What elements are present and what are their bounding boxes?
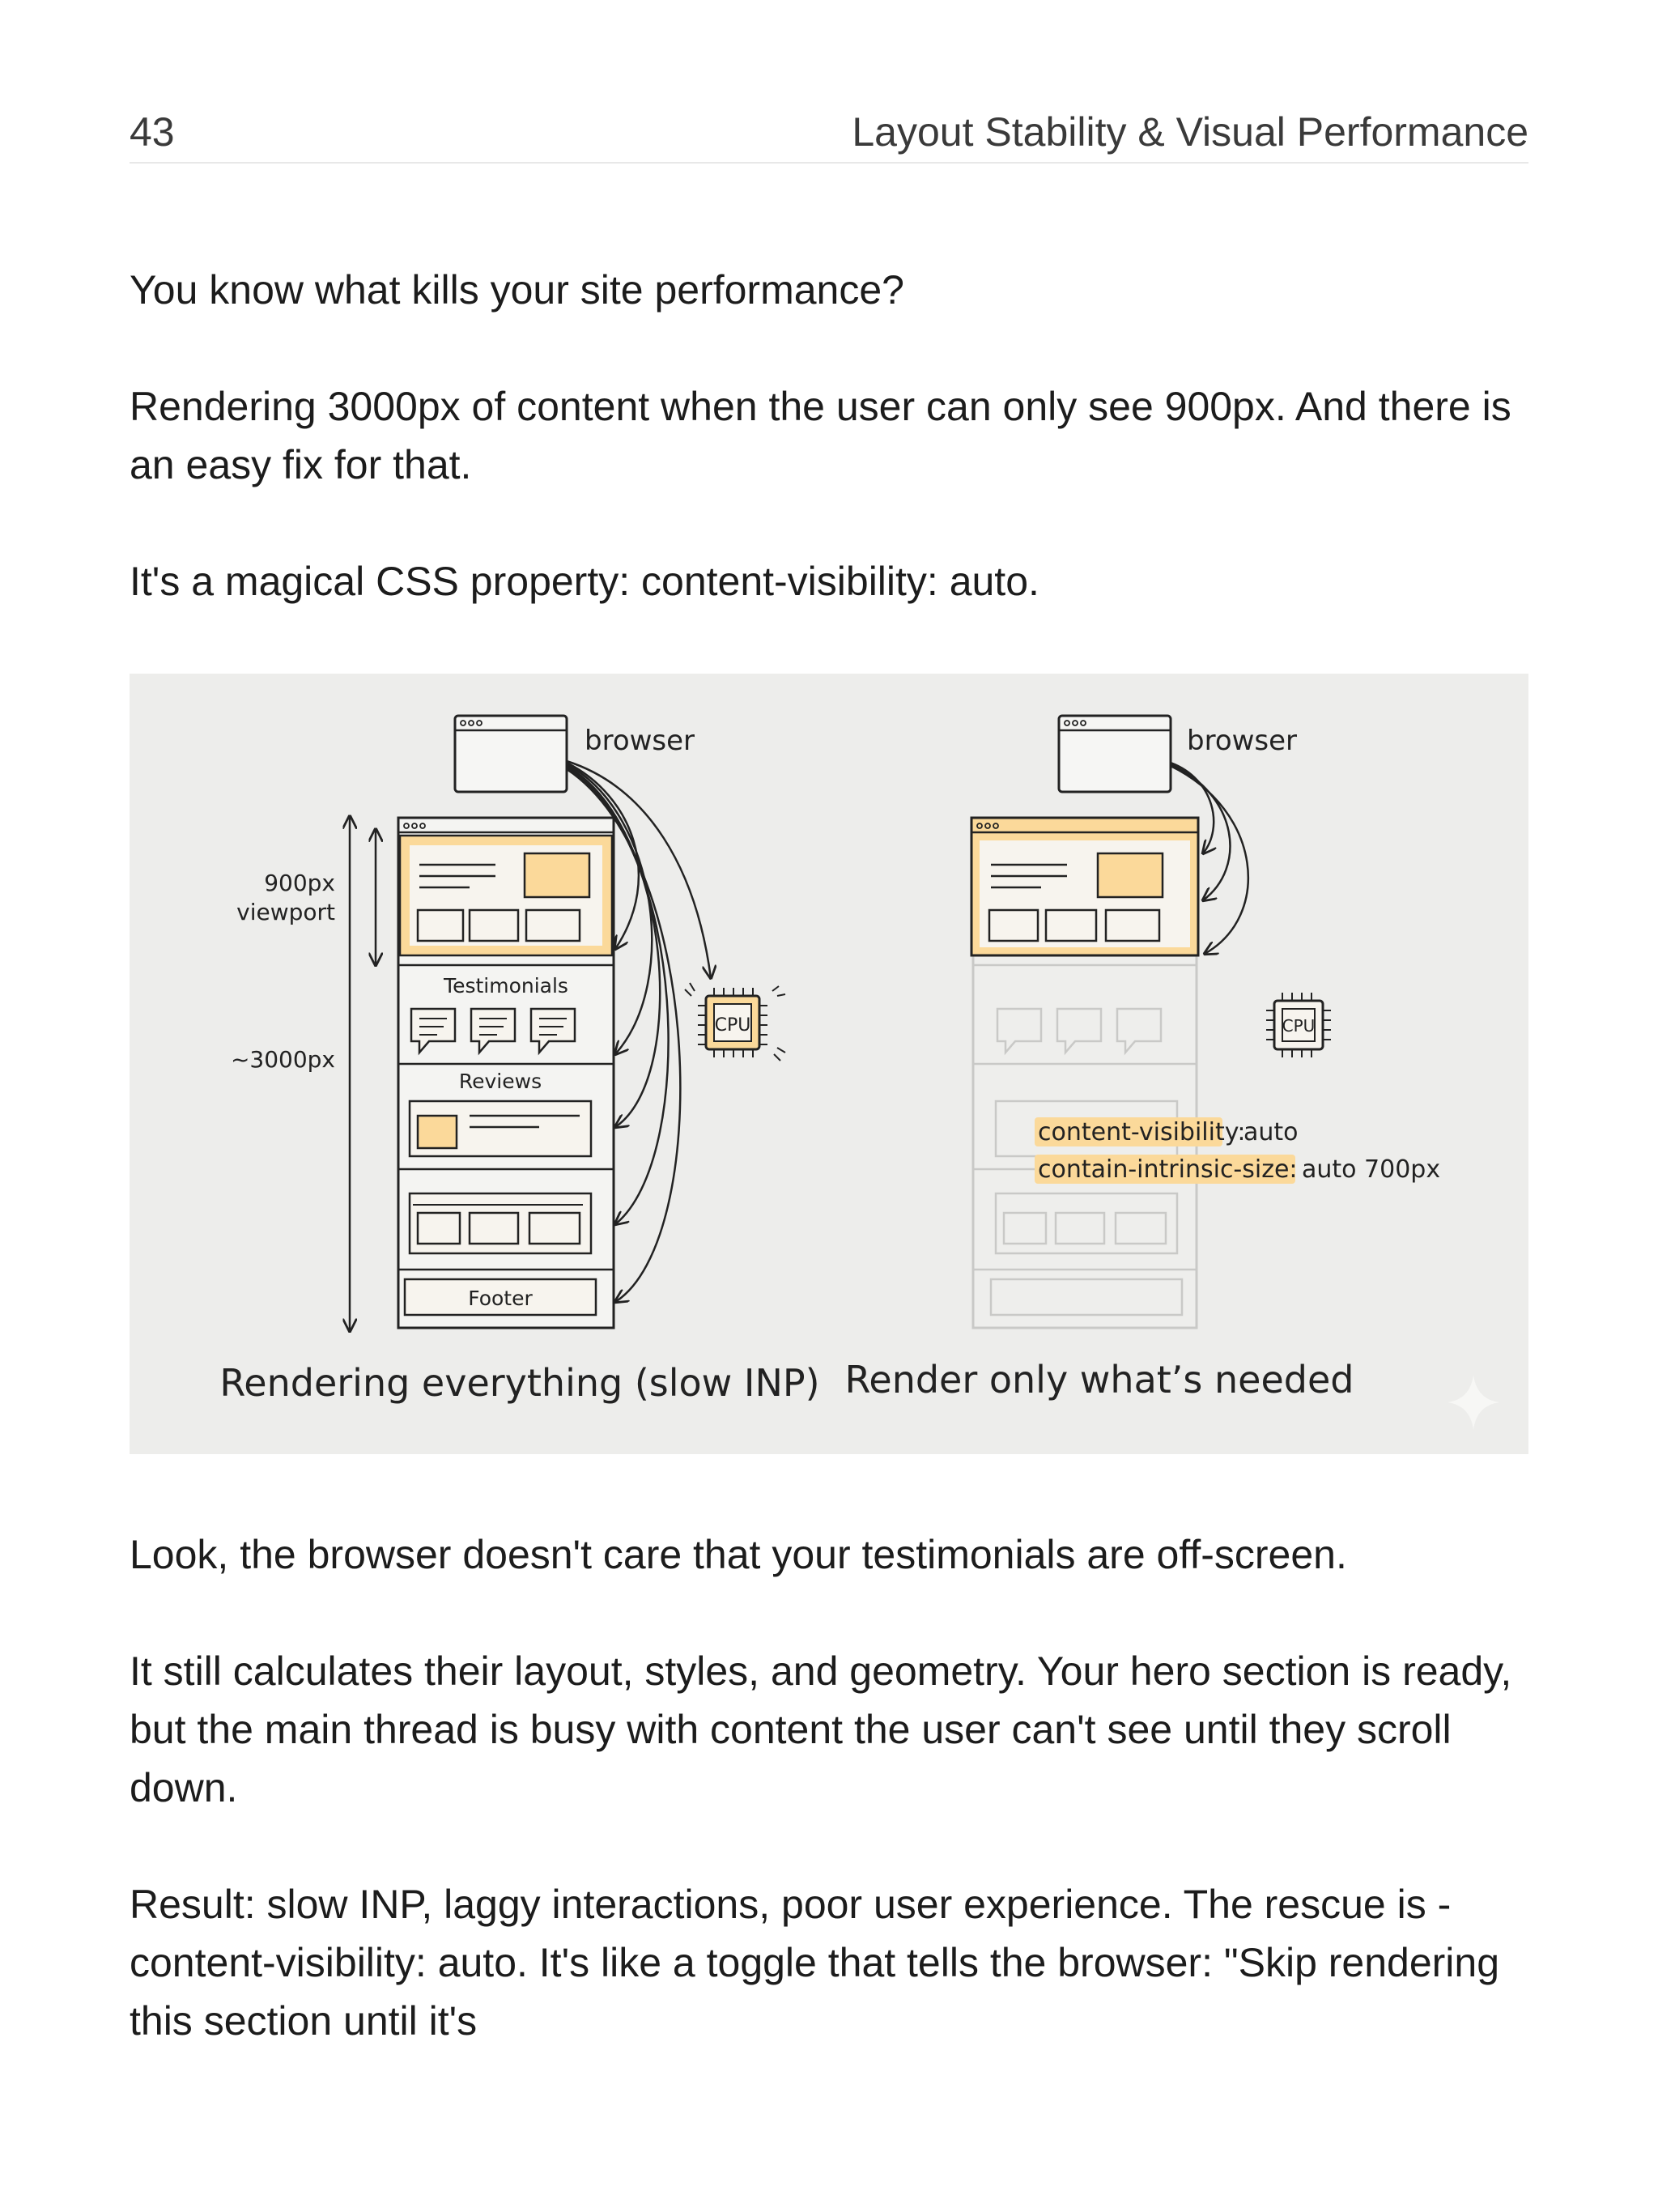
sparkle-icon [1448, 1375, 1499, 1430]
page-header: 43 Layout Stability & Visual Performance [130, 104, 1528, 164]
browser-window-icon [1057, 714, 1172, 793]
right-browser-label: browser [1187, 725, 1297, 757]
paragraph-intro-question: You know what kills your site performanc… [130, 267, 904, 313]
right-panel: browser [845, 714, 1499, 1430]
code-value-1: auto [1244, 1118, 1299, 1146]
page-length-label: ~3000px [231, 1046, 335, 1073]
left-caption: Rendering everything (slow INP) [219, 1361, 819, 1405]
right-cpu-label: CPU [1282, 1016, 1316, 1036]
paragraph-css-property: It's a magical CSS property: content-vis… [130, 559, 1039, 604]
testimonials-label: Testimonials [443, 974, 568, 998]
render-arrows [566, 759, 711, 1302]
code-value-2: auto 700px [1302, 1155, 1440, 1184]
viewport-word-label: viewport [236, 899, 335, 925]
left-footer-section: Footer [398, 1268, 614, 1317]
chapter-title: Layout Stability & Visual Performance [852, 109, 1528, 155]
left-hero-section [398, 834, 614, 957]
left-content-section [398, 1168, 614, 1255]
right-hero-section [970, 816, 1200, 957]
code-highlight-1 [1035, 1117, 1222, 1146]
paragraph-rendering: Rendering 3000px of content when the use… [130, 384, 1511, 487]
paragraph-result: Result: slow INP, laggy interactions, po… [130, 1882, 1500, 2044]
reviews-label: Reviews [459, 1070, 542, 1093]
left-reviews-section: Reviews [398, 1062, 614, 1158]
left-browser-label: browser [585, 725, 695, 757]
left-panel: browser [219, 714, 820, 1405]
code-property-2: contain-intrinsic-size: [1038, 1155, 1298, 1184]
busy-cpu-chip-icon: CPU [684, 982, 786, 1061]
left-testimonials-section: Testimonials [398, 963, 614, 1056]
code-property-1: content-visibility: [1038, 1118, 1245, 1146]
page-number: 43 [130, 109, 175, 155]
paragraph-layout-cost: It still calculates their layout, styles… [130, 1648, 1512, 1810]
browser-window-icon [453, 714, 568, 793]
paragraph-offscreen: Look, the browser doesn't care that your… [130, 1532, 1347, 1577]
content-visibility-illustration: browser [130, 674, 1528, 1454]
css-code-annotation: content-visibility: auto contain-intrins… [1035, 1117, 1440, 1184]
code-highlight-2 [1035, 1155, 1295, 1184]
left-cpu-label: CPU [715, 1015, 751, 1036]
speech-bubble-icons [410, 1007, 576, 1056]
viewport-size-label: 900px [264, 870, 335, 896]
right-caption: Render only what’s needed [845, 1358, 1354, 1402]
render-arrows [1170, 761, 1250, 954]
footer-label: Footer [468, 1287, 533, 1310]
idle-cpu-chip-icon: CPU [1266, 993, 1331, 1057]
